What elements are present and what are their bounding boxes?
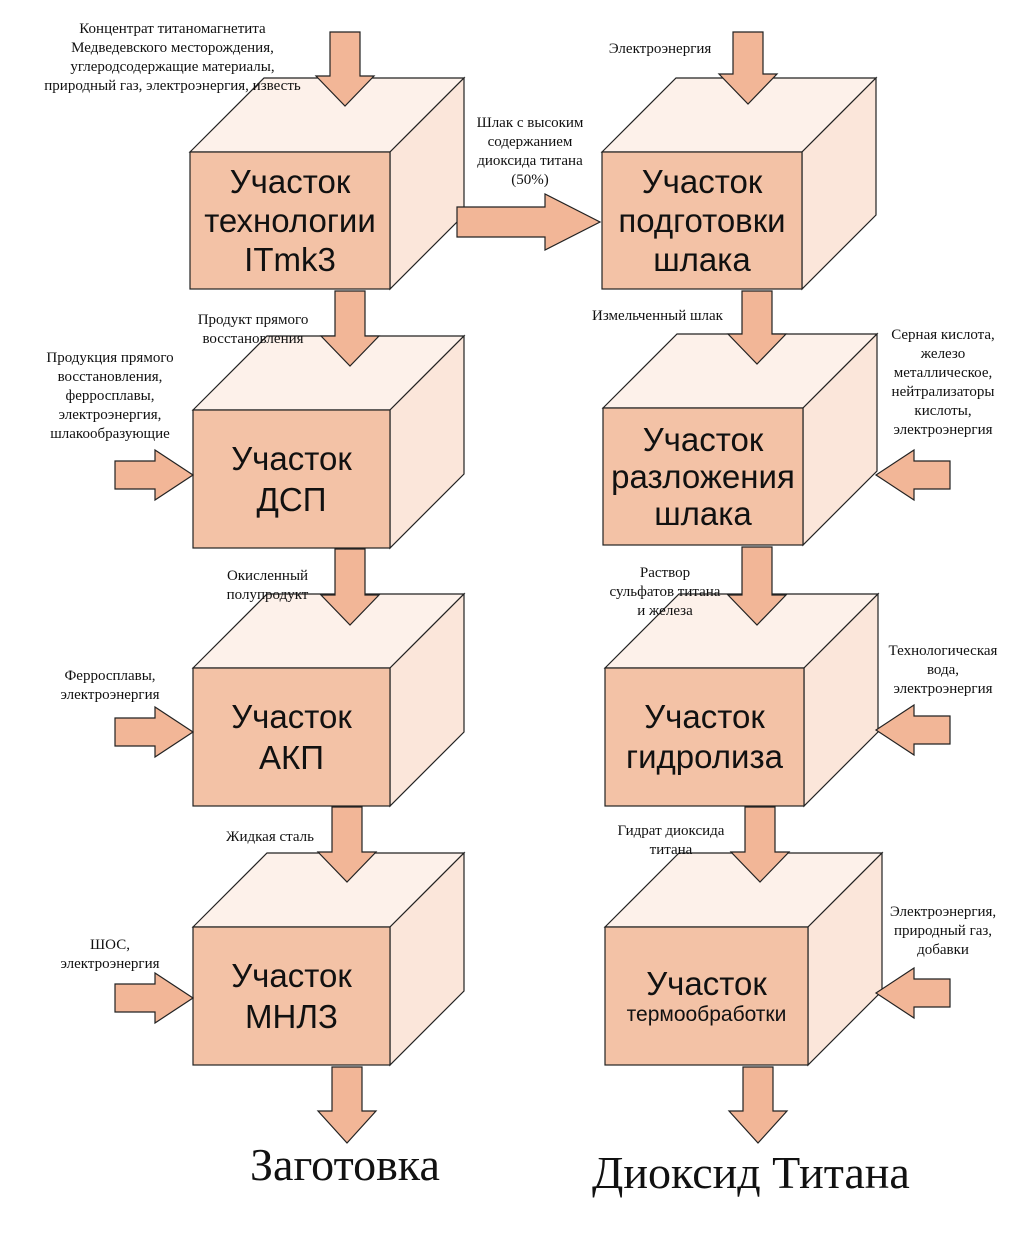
box-dsp-front bbox=[192, 409, 391, 549]
arrow-thermo-output bbox=[727, 1066, 789, 1144]
arrow-slag-transfer bbox=[456, 193, 602, 251]
label-inputs-mnlz: ШОС,электроэнергия bbox=[60, 937, 160, 972]
arrow-input-dsp bbox=[114, 448, 195, 502]
box-slag-decomp-front bbox=[602, 407, 804, 546]
arrow-decomp-to-hydrolysis bbox=[726, 546, 788, 626]
box-thermo-front bbox=[604, 926, 809, 1066]
box-mnlz-front bbox=[192, 926, 391, 1066]
output-billet: Заготовка bbox=[250, 1139, 440, 1190]
box-slag-prep-front bbox=[601, 151, 803, 290]
label-ground-slag: Измельченный шлак bbox=[592, 308, 723, 324]
arrow-input-slag-prep bbox=[717, 31, 779, 105]
box-hydrolysis-front bbox=[604, 667, 805, 807]
arrow-dsp-to-akp bbox=[319, 548, 381, 626]
arrow-input-thermo bbox=[874, 966, 951, 1020]
box-itmk3-front bbox=[189, 151, 391, 290]
arrow-slag-prep-to-decomp bbox=[726, 290, 788, 365]
arrow-input-hydrolysis bbox=[874, 703, 951, 757]
output-titanium-dioxide: Диоксид Титана bbox=[592, 1147, 910, 1198]
arrow-input-itmk3 bbox=[314, 31, 376, 107]
arrow-input-mnlz bbox=[114, 971, 195, 1025]
arrow-hydrolysis-to-thermo bbox=[729, 806, 791, 883]
label-input-slag-prep: Электроэнергия bbox=[608, 41, 712, 57]
label-inputs-akp: Ферросплавы,электроэнергия bbox=[60, 668, 160, 703]
arrow-input-akp bbox=[114, 705, 195, 759]
arrow-itmk3-to-dsp bbox=[319, 290, 381, 367]
label-inputs-thermo: Электроэнергия,природный газ,добавки bbox=[889, 904, 997, 958]
arrow-input-decomp bbox=[874, 448, 951, 502]
label-liquid-steel: Жидкая сталь bbox=[226, 829, 314, 845]
box-akp-front bbox=[192, 667, 391, 807]
arrow-mnlz-output bbox=[316, 1066, 378, 1144]
arrow-akp-to-mnlz bbox=[316, 806, 378, 883]
